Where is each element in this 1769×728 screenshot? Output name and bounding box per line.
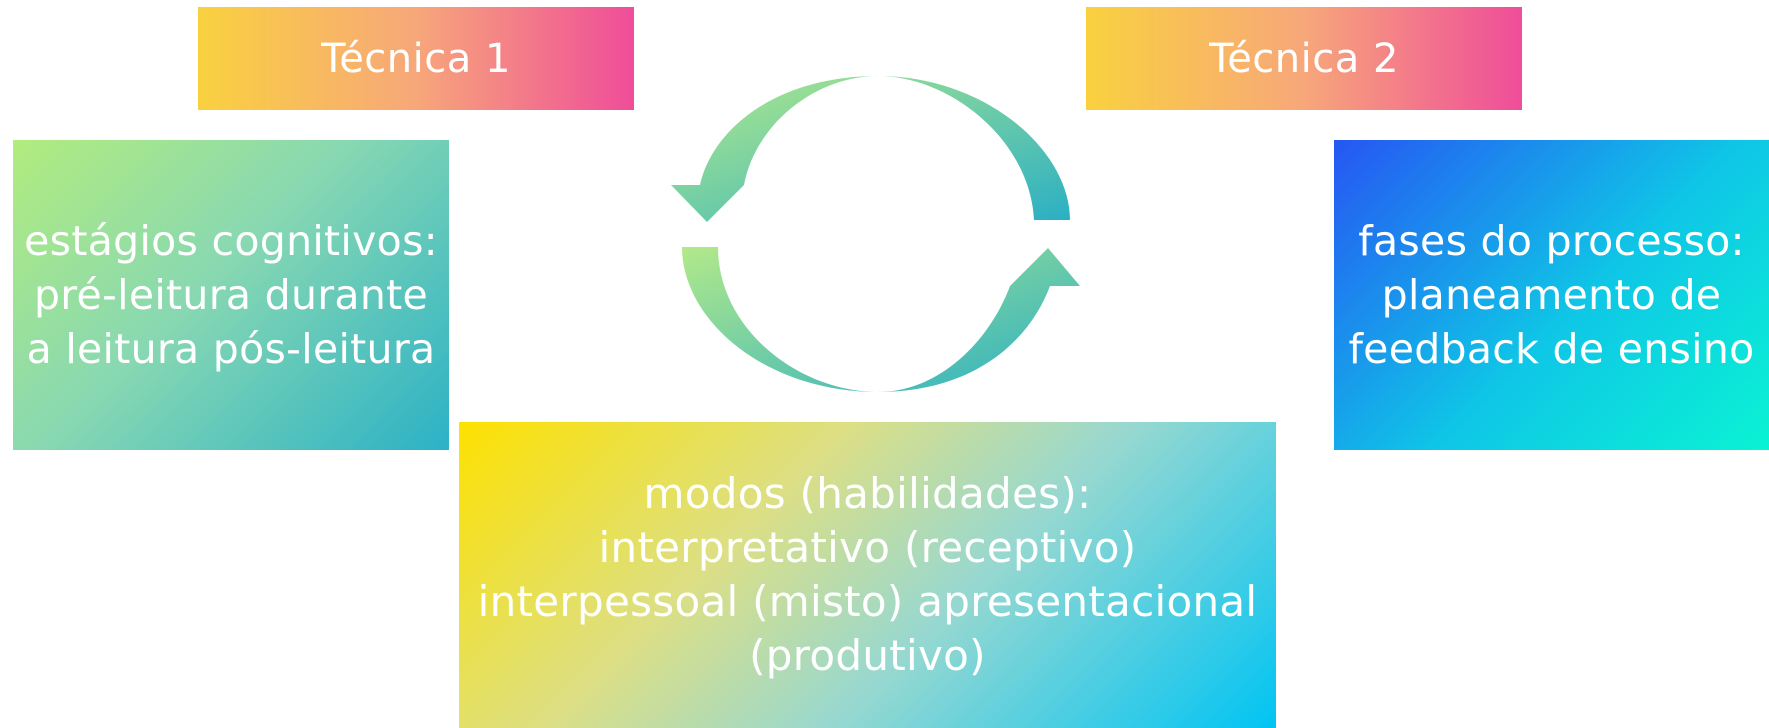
modes-line-3: interpessoal (misto) apresentacional — [477, 577, 1258, 626]
modes-text: modos (habilidades): interpretativo (rec… — [478, 467, 1258, 683]
modes-box: modos (habilidades): interpretativo (rec… — [459, 422, 1276, 728]
tecnica-1-label: Técnica 1 — [198, 7, 634, 110]
process-phases-line-1: fases do processo: — [1358, 217, 1745, 265]
cognitive-stages-box: estágios cognitivos: pré-leitura durante… — [13, 140, 449, 450]
cycle-arrow-bottom — [682, 247, 1080, 392]
tecnica-2-text: Técnica 2 — [1209, 35, 1399, 82]
process-phases-line-3: feedback de ensino — [1348, 325, 1755, 373]
process-phases-line-2: planeamento de — [1381, 271, 1722, 319]
circular-arrows-icon — [671, 76, 1080, 392]
cycle-arrow-top — [671, 76, 1070, 222]
modes-line-2: interpretativo (receptivo) — [598, 523, 1137, 572]
process-phases-text: fases do processo: planeamento de feedba… — [1348, 214, 1754, 376]
modes-line-4: (produtivo) — [749, 631, 986, 680]
modes-line-1: modos (habilidades): — [643, 469, 1092, 518]
process-phases-box: fases do processo: planeamento de feedba… — [1334, 140, 1769, 450]
tecnica-2-label: Técnica 2 — [1086, 7, 1522, 110]
cognitive-stages-line-1: estágios cognitivos: — [24, 217, 438, 265]
cognitive-stages-text: estágios cognitivos: pré-leitura durante… — [24, 214, 438, 376]
tecnica-1-text: Técnica 1 — [321, 35, 511, 82]
cognitive-stages-line-2: pré-leitura durante — [33, 271, 429, 319]
cognitive-stages-line-3: a leitura pós-leitura — [26, 325, 436, 373]
